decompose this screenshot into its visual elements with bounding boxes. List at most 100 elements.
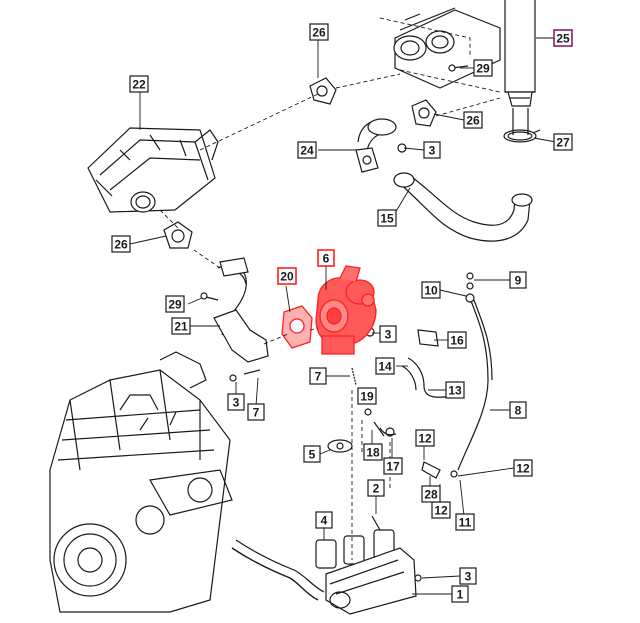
callout-number: 9: [515, 274, 522, 288]
drain-tube-13: [401, 329, 463, 398]
callout-c17: 17: [383, 457, 403, 475]
callout-box: [553, 133, 573, 151]
callout-box: [309, 23, 329, 41]
bolt-29-left: [200, 292, 219, 301]
callout-box: [553, 29, 573, 47]
fittings-17-18-19: [364, 408, 397, 437]
callout-box: [445, 381, 465, 399]
callout-box: [367, 479, 385, 497]
pipe-21: [213, 257, 269, 363]
callout-box: [415, 429, 435, 447]
callout-number: 12: [418, 432, 432, 446]
callout-number: 29: [168, 298, 182, 312]
callout-c26b: 26: [463, 111, 483, 129]
fitting-28: [421, 461, 458, 479]
callout-box: [363, 443, 383, 461]
callout-c12b: 12: [431, 501, 451, 519]
callout-c5: 5: [303, 445, 321, 463]
catalyst-22: [87, 127, 219, 213]
linework: [49, 0, 557, 615]
callout-leaders: [129, 37, 557, 595]
turbocharger-6-highlight: [315, 265, 377, 355]
gasket-26-mid: [411, 99, 437, 127]
callout-box: [309, 367, 327, 385]
callout-number: 18: [366, 446, 380, 460]
tailpipe: [504, 0, 536, 135]
callout-c2: 2: [367, 479, 385, 497]
callout-number: 17: [386, 460, 400, 474]
callout-c27: 27: [553, 133, 573, 151]
callout-box: [111, 235, 131, 253]
callout-number: 16: [450, 334, 464, 348]
callout-box: [247, 403, 265, 421]
callout-number: 27: [556, 136, 570, 150]
callout-number: 24: [300, 144, 314, 158]
callout-number: 19: [360, 390, 374, 404]
callout-c6: 6: [317, 249, 335, 267]
callout-number: 2: [373, 482, 380, 496]
callout-number: 1: [457, 588, 464, 602]
callout-box: [303, 445, 321, 463]
gasket-26-left: [163, 221, 193, 249]
callout-number: 3: [465, 570, 472, 584]
callout-c26a: 26: [309, 23, 329, 41]
callout-box: [459, 567, 477, 585]
callout-number: 26: [312, 26, 326, 40]
callout-c7b: 7: [247, 403, 265, 421]
callout-c1: 1: [451, 585, 469, 603]
callout-c9: 9: [509, 271, 527, 289]
callout-number: 21: [174, 320, 188, 334]
callout-box: [379, 325, 397, 343]
callout-number: 3: [385, 328, 392, 342]
callout-number: 13: [448, 384, 462, 398]
exhaust-manifold-1: [325, 547, 417, 615]
gaskets-4: [315, 529, 395, 569]
callout-c8: 8: [509, 401, 527, 419]
engine-block: [49, 351, 233, 613]
callout-number: 7: [253, 406, 260, 420]
callout-box: [451, 585, 469, 603]
callout-box: [513, 459, 533, 477]
callout-c14: 14: [375, 357, 395, 375]
callout-c13: 13: [445, 381, 465, 399]
callout-c26c: 26: [111, 235, 131, 253]
callout-c3a: 3: [227, 393, 245, 411]
callout-box: [165, 295, 185, 313]
fitting-9: [465, 272, 475, 303]
stud-7-b: [351, 367, 357, 386]
gasket-26-top: [309, 77, 337, 105]
callout-c29a: 29: [165, 295, 185, 313]
callout-box: [171, 317, 191, 335]
callout-box: [455, 513, 475, 531]
callout-box: [277, 267, 297, 285]
callout-number: 11: [459, 516, 472, 530]
callout-c28: 28: [421, 485, 441, 503]
stud-7-a: [229, 369, 261, 382]
oil-line-8: [457, 297, 493, 471]
callout-number: 3: [429, 144, 436, 158]
callout-box: [315, 511, 333, 529]
callout-box: [357, 387, 377, 405]
callout-box: [509, 271, 527, 289]
callout-c3d: 3: [459, 567, 477, 585]
callout-box: [421, 281, 441, 299]
callout-box: [431, 501, 451, 519]
callout-c18: 18: [363, 443, 383, 461]
callout-number: 3: [233, 396, 240, 410]
callout-number: 15: [380, 212, 394, 226]
callout-c10: 10: [421, 281, 441, 299]
callout-box: [421, 485, 441, 503]
gasket-5: [327, 439, 353, 453]
callout-c22: 22: [129, 75, 149, 93]
callout-c3c: 3: [379, 325, 397, 343]
callout-box: [383, 457, 403, 475]
callout-number: 10: [424, 284, 438, 298]
callout-c24: 24: [297, 141, 317, 159]
egr-pipe: [231, 539, 325, 601]
callout-box: [447, 331, 467, 349]
callout-c11: 11: [455, 513, 475, 531]
callout-number: 28: [424, 488, 438, 502]
